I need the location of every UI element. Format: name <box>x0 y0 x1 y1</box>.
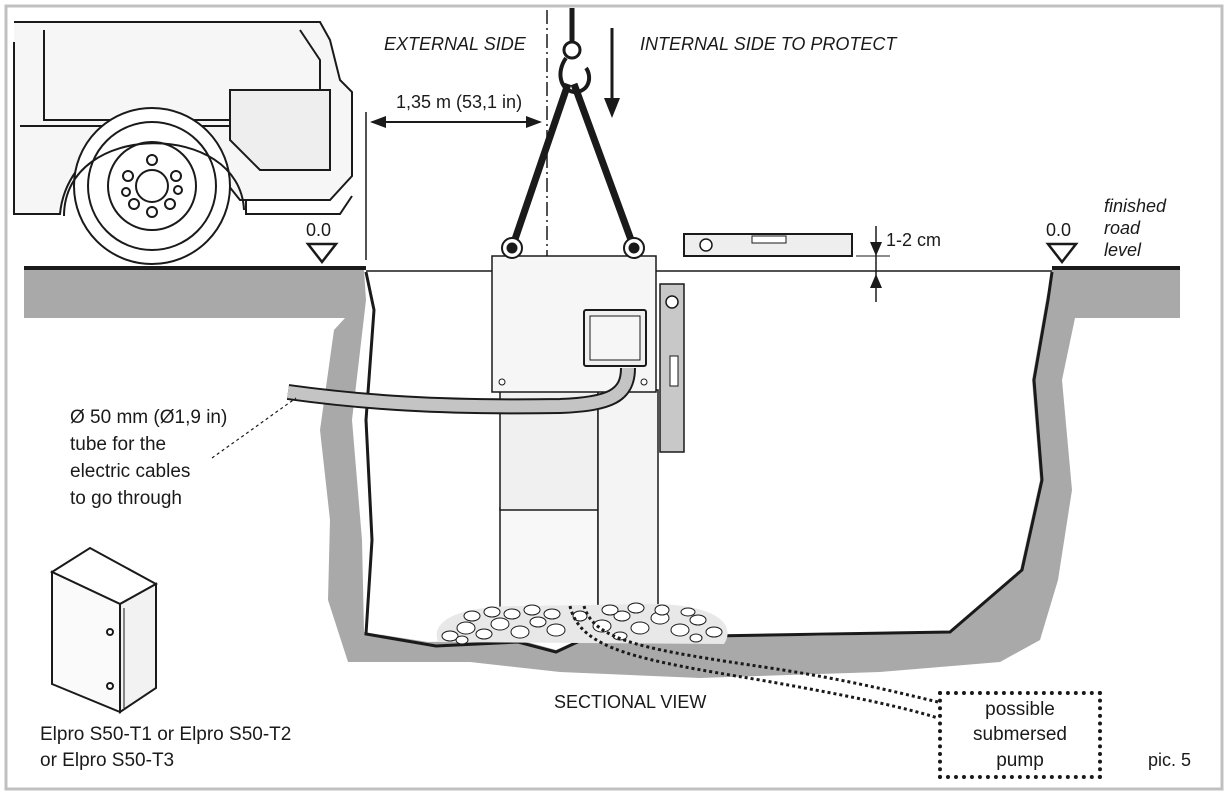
dimension-arrow-right <box>526 116 542 128</box>
gap-arrow-top <box>870 242 882 256</box>
diagram-frame <box>4 4 1224 791</box>
cable-tube-fill <box>287 367 634 413</box>
bollard-unit <box>491 237 685 609</box>
gap-label: 1-2 cm <box>886 230 942 250</box>
pic-number: pic. 5 <box>1148 750 1192 770</box>
level-right-label: 0.0 <box>1046 220 1072 240</box>
sectional-view-label: SECTIONAL VIEW <box>554 692 707 712</box>
internal-side-label: INTERNAL SIDE TO PROTECT <box>640 34 897 54</box>
gap-arrow-bottom <box>870 274 882 288</box>
distance-label: 1,35 m (53,1 in) <box>396 92 523 112</box>
tube-leader-line <box>211 397 297 459</box>
dimension-arrow-left <box>370 116 386 128</box>
level-marker-icon <box>305 242 339 265</box>
truck-icon <box>13 21 353 265</box>
external-side-label: EXTERNAL SIDE <box>384 34 526 54</box>
lift-arrow-head <box>604 98 620 118</box>
control-panel-label: Elpro S50-T1 or Elpro S50-T2 or Elpro S5… <box>40 724 292 771</box>
pump-callout: possible submersed pump <box>938 691 1102 779</box>
excavation-outline <box>364 271 1054 654</box>
pump-label: possible submersed pump <box>973 698 1067 771</box>
finished-road-level-label: finished road level <box>1104 196 1167 260</box>
gravel-bed <box>436 602 728 645</box>
spirit-level-icon <box>683 233 853 257</box>
ground-section <box>24 270 1180 678</box>
drain-pipe <box>568 605 939 720</box>
tube-label: Ø 50 mm (Ø1,9 in) tube for the electric … <box>70 407 228 509</box>
level-left-label: 0.0 <box>306 220 332 240</box>
level-marker-icon <box>1045 242 1079 265</box>
control-cabinet-icon <box>49 546 159 714</box>
crane-hook-icon <box>508 8 638 250</box>
